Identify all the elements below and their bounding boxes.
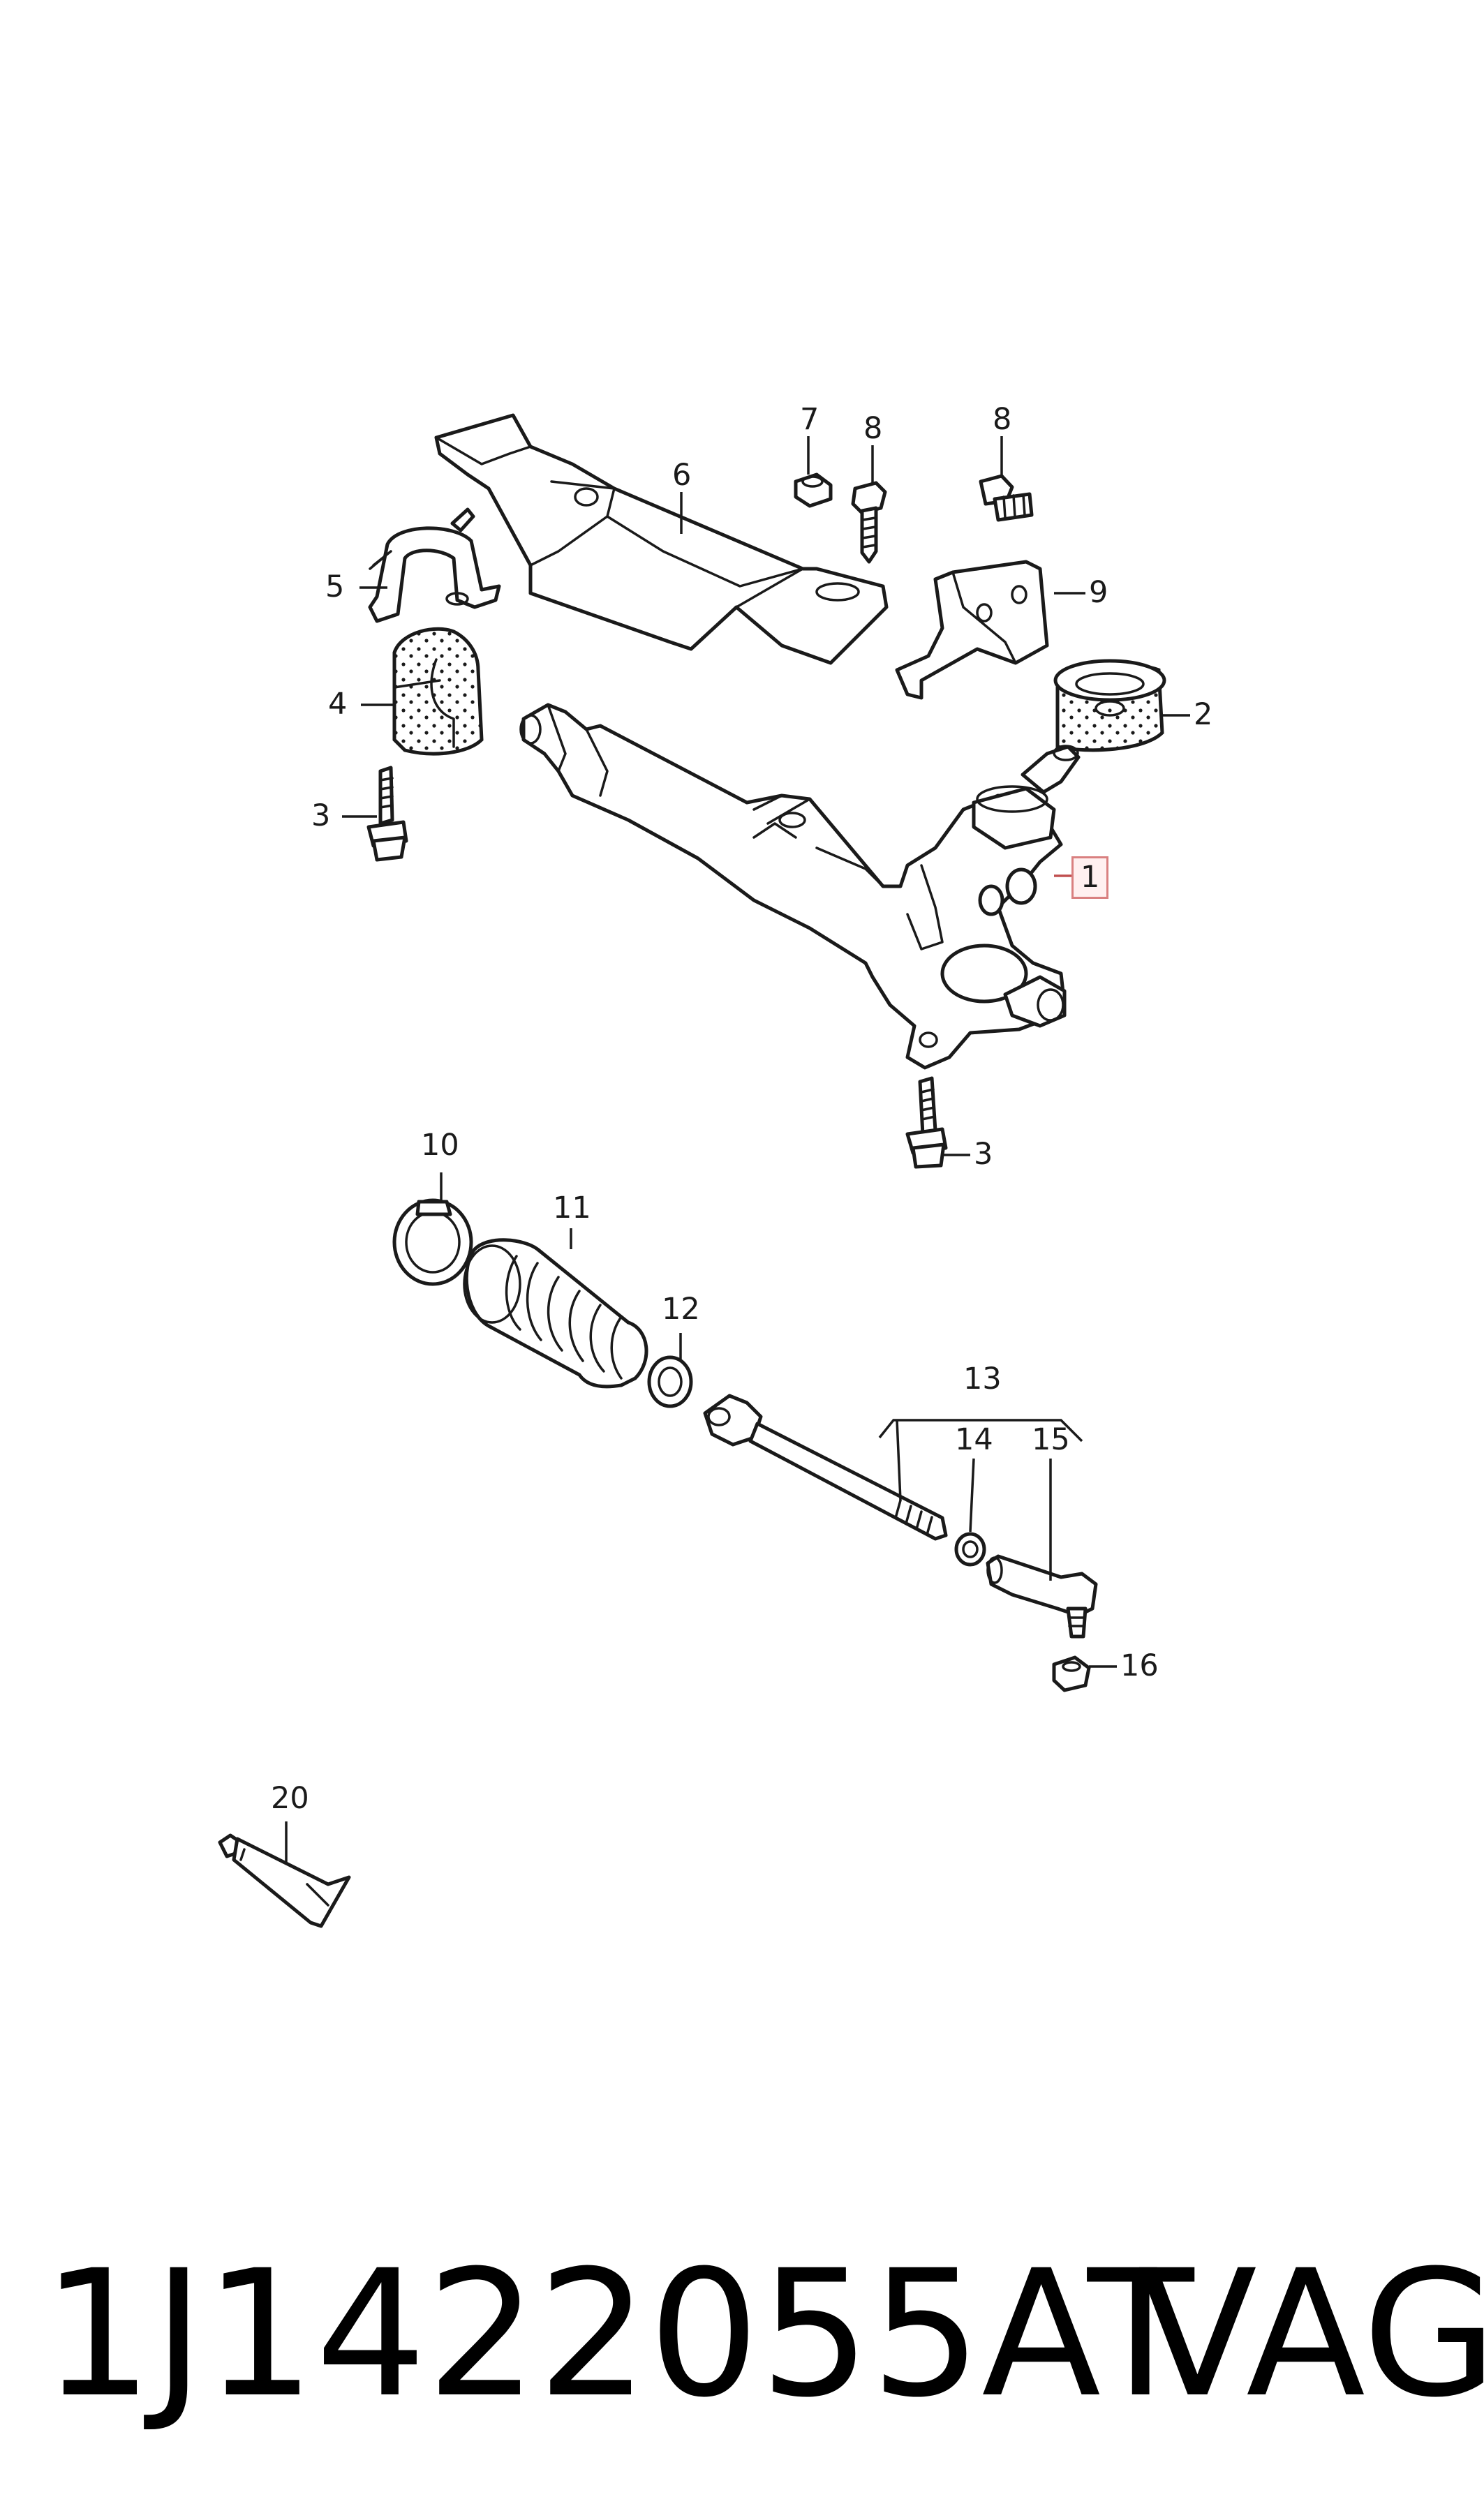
callout-8b: 8 <box>993 402 1012 437</box>
callout-15: 15 <box>1032 1422 1070 1457</box>
bolt-part-8 <box>851 481 887 564</box>
callout-2: 2 <box>1194 697 1213 732</box>
callout-6: 6 <box>672 458 692 493</box>
clamp-bracket-part-5 <box>368 507 501 623</box>
heat-shield-part-9 <box>895 560 1049 700</box>
callout-11: 11 <box>553 1191 591 1225</box>
part-number: 1J1422055AT <box>42 2232 1194 2436</box>
bolt-part-3 <box>366 766 408 862</box>
brand-name: VAG <box>1138 2232 1484 2436</box>
callout-8: 8 <box>863 411 883 446</box>
tie-rod-end-part-15 <box>986 1554 1098 1639</box>
callout-12: 12 <box>662 1292 700 1327</box>
tie-rod-part-13 <box>703 1394 948 1541</box>
callout-3b: 3 <box>974 1137 993 1172</box>
mounting-bracket-part-6 <box>434 413 889 665</box>
callout-3: 3 <box>311 798 331 833</box>
steering-rack-part-1 <box>519 703 1081 1070</box>
nut-part-16 <box>1052 1655 1091 1692</box>
callout-13: 13 <box>963 1362 1002 1396</box>
callout-16: 16 <box>1120 1648 1159 1683</box>
grease-tube-part-20 <box>218 1833 351 1928</box>
bolt-part-8-b <box>979 474 1034 522</box>
rubber-mount-part-2 <box>1053 659 1166 752</box>
lock-nut-part-14 <box>954 1532 986 1567</box>
rubber-boot-part-11 <box>463 1238 648 1389</box>
bolt-part-3-b <box>905 1076 948 1169</box>
callout-20: 20 <box>271 1781 309 1816</box>
rubber-bush-part-4 <box>392 627 484 756</box>
clamp-ring-part-10 <box>392 1198 473 1286</box>
callout-10: 10 <box>421 1128 459 1163</box>
nut-part-7 <box>794 472 833 508</box>
callout-4: 4 <box>328 687 348 722</box>
small-clamp-part-12 <box>647 1355 693 1408</box>
callout-14: 14 <box>955 1422 993 1457</box>
callout-7: 7 <box>800 402 819 437</box>
leader-lines <box>285 436 1190 1863</box>
callout-5: 5 <box>325 569 345 604</box>
callout-9: 9 <box>1089 575 1108 610</box>
callout-1[interactable]: 1 <box>1071 856 1109 899</box>
